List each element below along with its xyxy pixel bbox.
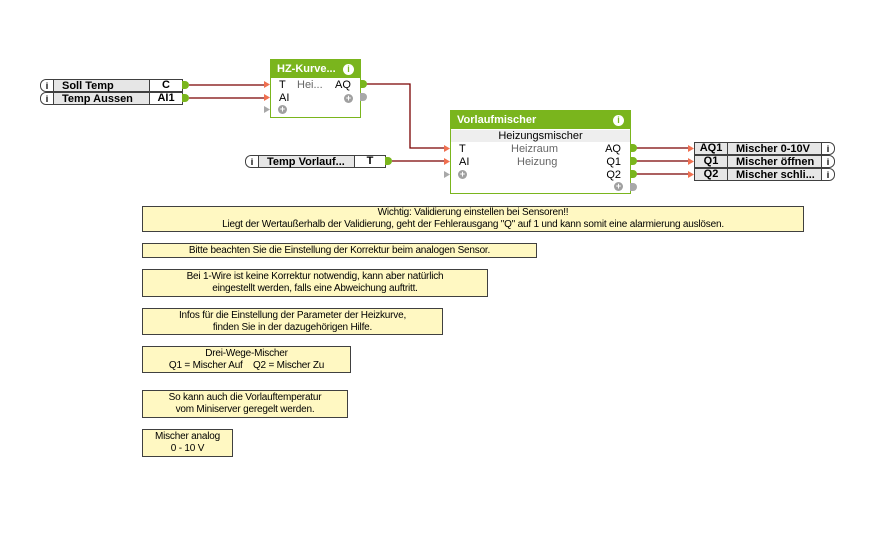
note-vorlauftemperatur[interactable]: So kann auch die Vorlauftemperatur vom M… [142, 390, 348, 418]
note-drei-wege-mischer[interactable]: Drei-Wege-Mischer Q1 = Mischer Auf Q2 = … [142, 346, 351, 373]
note-line: Liegt der Wertaußerhalb der Validierung,… [222, 219, 724, 230]
block-title: HZ-Kurve... [277, 63, 336, 75]
input-pin[interactable] [688, 171, 694, 178]
wire-hz-kurve-to-vorlaufmischer [366, 83, 444, 149]
block-hz-kurve[interactable]: HZ-Kurve... i T Hei... AQ AI + + [270, 59, 361, 118]
add-output-icon[interactable]: + [344, 93, 353, 103]
note-korrektur[interactable]: Bitte beachten Sie die Einstellung der K… [142, 243, 537, 258]
input-connector: C [149, 80, 182, 91]
info-icon[interactable]: i [343, 63, 354, 75]
input-label-t: T [459, 143, 466, 155]
input-temp-aussen[interactable]: i Temp Aussen AI1 [40, 92, 183, 105]
output-pin[interactable] [385, 157, 392, 165]
output-label-q1: Q1 [606, 156, 621, 168]
output-name: Mischer schli... [736, 168, 815, 181]
note-line: Bitte beachten Sie die Einstellung der K… [188, 244, 491, 256]
info-icon[interactable]: i [41, 80, 54, 91]
input-label-t: T [279, 79, 286, 91]
output-pin[interactable] [360, 80, 367, 88]
note-mischer-analog[interactable]: Mischer analog 0 - 10 V [142, 429, 233, 457]
output-connector: Q1 [695, 156, 728, 167]
input-label-ai: AI [279, 92, 290, 104]
input-pin[interactable] [264, 106, 270, 113]
output-pin[interactable] [360, 93, 367, 101]
output-pin[interactable] [630, 144, 637, 152]
info-icon[interactable]: i [41, 93, 54, 104]
output-pin[interactable] [182, 94, 189, 102]
block-title: Vorlaufmischer [457, 114, 537, 126]
output-mischer-oeffnen[interactable]: Q1 Mischer öffnen i [694, 155, 835, 168]
input-connector: AI1 [149, 93, 182, 104]
output-pin[interactable] [630, 183, 637, 191]
input-pin[interactable] [444, 171, 450, 178]
info-icon[interactable]: i [613, 114, 624, 126]
input-pin[interactable] [688, 145, 694, 152]
info-icon[interactable]: i [821, 143, 834, 154]
param-heizung: Heizung [517, 156, 558, 168]
input-pin[interactable] [264, 94, 270, 101]
note-line: Infos für die Einstellung der Parameter … [178, 309, 407, 321]
output-label-q2: Q2 [606, 169, 621, 181]
note-line: Q1 = Mischer Auf Q2 = Mischer Zu [168, 359, 325, 371]
info-icon[interactable]: i [821, 169, 834, 180]
input-label-ai: AI [459, 156, 470, 168]
add-input-icon[interactable]: + [458, 169, 467, 179]
note-line: Mischer analog [154, 431, 220, 442]
add-input-icon[interactable]: + [278, 104, 287, 114]
note-line: vom Miniserver geregelt werden. [175, 404, 315, 415]
output-label-aq: AQ [605, 143, 621, 155]
input-name: Temp Aussen [62, 92, 133, 105]
note-validierung[interactable]: Wichtig: Validierung einstellen bei Sens… [142, 206, 804, 232]
note-heizkurve-info[interactable]: Infos für die Einstellung der Parameter … [142, 308, 443, 335]
block-description: Hei... [297, 79, 323, 91]
input-name: Soll Temp [62, 79, 114, 92]
output-label-aq: AQ [335, 79, 351, 91]
input-pin[interactable] [444, 145, 450, 152]
output-pin[interactable] [630, 170, 637, 178]
block-header[interactable]: Vorlaufmischer i [451, 111, 630, 129]
info-icon[interactable]: i [821, 156, 834, 167]
note-line: So kann auch die Vorlauftemperatur [168, 392, 322, 403]
note-line: 0 - 10 V [170, 443, 205, 454]
output-pin[interactable] [182, 81, 189, 89]
note-line: Bei 1-Wire ist keine Korrektur notwendig… [186, 271, 444, 282]
note-1-wire[interactable]: Bei 1-Wire ist keine Korrektur notwendig… [142, 269, 488, 297]
output-connector: AQ1 [695, 143, 728, 154]
input-soll-temp[interactable]: i Soll Temp C [40, 79, 183, 92]
input-connector: T [354, 156, 385, 167]
output-name: Mischer 0-10V [736, 142, 810, 155]
output-connector: Q2 [695, 169, 728, 180]
block-vorlaufmischer[interactable]: Vorlaufmischer i Heizungsmischer T Heizr… [450, 110, 631, 194]
param-heizraum: Heizraum [511, 143, 559, 155]
output-pin[interactable] [630, 157, 637, 165]
note-line: eingestellt werden, falls eine Abweichun… [212, 283, 418, 294]
input-pin[interactable] [688, 158, 694, 165]
output-mischer-0-10v[interactable]: AQ1 Mischer 0-10V i [694, 142, 835, 155]
input-name: Temp Vorlauf... [267, 155, 345, 168]
block-header[interactable]: HZ-Kurve... i [271, 60, 360, 78]
note-line: finden Sie in der dazugehörigen Hilfe. [212, 321, 373, 333]
note-line: Drei-Wege-Mischer [205, 347, 288, 359]
output-mischer-schliessen[interactable]: Q2 Mischer schli... i [694, 168, 835, 181]
input-pin[interactable] [444, 158, 450, 165]
output-name: Mischer öffnen [736, 155, 815, 168]
block-type: Heizungsmischer [451, 130, 630, 142]
input-pin[interactable] [264, 81, 270, 88]
info-icon[interactable]: i [246, 156, 259, 167]
input-temp-vorlauf[interactable]: i Temp Vorlauf... T [245, 155, 386, 168]
note-line: Wichtig: Validierung einstellen bei Sens… [377, 207, 569, 218]
add-output-icon[interactable]: + [614, 181, 623, 191]
